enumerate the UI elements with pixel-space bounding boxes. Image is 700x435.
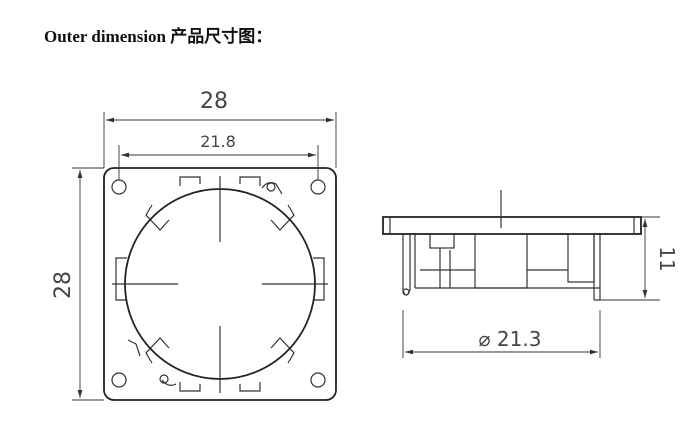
- width-outer-label: 28: [200, 89, 228, 114]
- mount-hole-top-right: [310, 179, 326, 195]
- side-body: [402, 233, 601, 301]
- diameter-label: ⌀ 21.3: [479, 327, 542, 351]
- side-height-label: 11: [655, 246, 679, 271]
- side-view: 11 ⌀ 21.3: [382, 190, 679, 358]
- height-outer-label: 28: [51, 271, 76, 299]
- hole-spacing-dimension: [118, 145, 319, 180]
- diameter-dimension: [402, 310, 601, 358]
- mount-hole-bottom-left: [111, 372, 127, 388]
- mount-hole-bottom-right: [310, 372, 326, 388]
- front-view: 28 21.8 28: [51, 89, 337, 401]
- flange: [382, 216, 642, 235]
- plate-outline: [103, 167, 337, 401]
- snap-tabs: [115, 176, 325, 392]
- height-dimension: [72, 167, 104, 401]
- page-title: Outer dimension 产品尺寸图：: [44, 27, 273, 46]
- width-dimension: [103, 112, 337, 168]
- hole-spacing-label: 21.8: [200, 132, 236, 151]
- side-height-dimension: [600, 216, 660, 301]
- center-lines: [112, 176, 328, 393]
- mount-hole-top-left: [111, 179, 127, 195]
